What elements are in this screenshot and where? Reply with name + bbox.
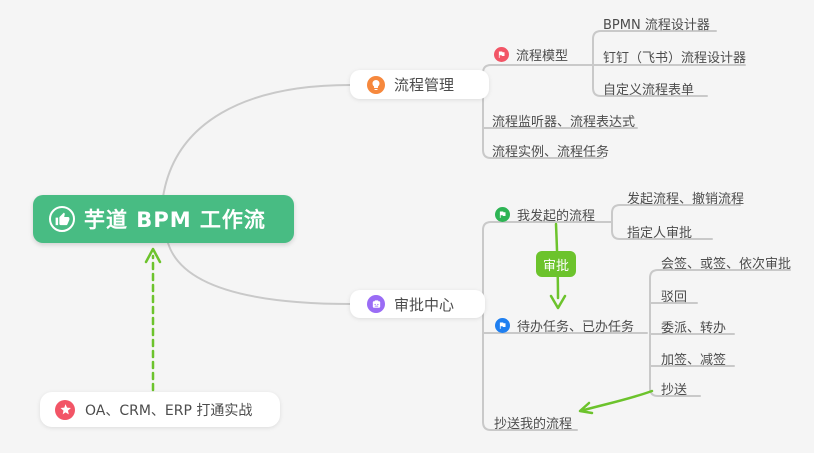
topic-label: BPMN 流程设计器 (603, 18, 710, 33)
topic-label: 我发起的流程 (517, 209, 596, 224)
topic-label: 委派、转办 (661, 321, 727, 336)
node-dingtalk-designer[interactable]: 钉钉（飞书）流程设计器 (603, 47, 746, 66)
node-label: 审批中心 (394, 295, 455, 314)
node-instance-task[interactable]: 流程实例、流程任务 (492, 141, 609, 160)
node-bpmn-designer[interactable]: BPMN 流程设计器 (603, 14, 710, 33)
edge-root-to-approval-center (167, 242, 353, 305)
lightbulb-icon (367, 75, 385, 94)
flag-icon (495, 318, 510, 333)
topic-label: 待办任务、已办任务 (517, 320, 635, 335)
arrow-cc-to-cc-my-process (582, 389, 654, 412)
node-oa-crm-erp[interactable]: OA、CRM、ERP 打通实战 (40, 392, 280, 427)
node-reject[interactable]: 驳回 (661, 286, 687, 305)
node-todo-done[interactable]: 待办任务、已办任务 (495, 316, 634, 335)
topic-label: 抄送 (661, 383, 688, 398)
arrowhead-left (578, 401, 594, 415)
flag-icon (495, 207, 510, 222)
edge-root-to-process-management (162, 84, 351, 198)
root-node[interactable]: 芋道 BPM 工作流 (33, 195, 294, 243)
flag-icon (494, 47, 509, 62)
topic-label: 抄送我的流程 (494, 417, 573, 432)
topic-label: 钉钉（飞书）流程设计器 (603, 51, 747, 66)
thumbs-up-icon (49, 206, 75, 232)
root-label: 芋道 BPM 工作流 (84, 208, 266, 232)
node-my-initiated[interactable]: 我发起的流程 (495, 205, 595, 224)
arrowhead-up (144, 247, 162, 264)
node-delegate-transfer[interactable]: 委派、转办 (661, 317, 726, 336)
node-add-remove-sign[interactable]: 加签、减签 (661, 349, 726, 368)
topic-label: 加签、减签 (661, 353, 727, 368)
topic-label: 流程模型 (516, 49, 569, 64)
topic-label: 驳回 (661, 290, 688, 305)
topic-label: 指定人审批 (627, 226, 693, 241)
callout-label: 审批 (542, 258, 569, 274)
topic-label: 发起流程、撤销流程 (627, 192, 745, 207)
node-assignee-approval[interactable]: 指定人审批 (627, 222, 692, 241)
node-custom-form[interactable]: 自定义流程表单 (603, 79, 694, 98)
node-countersign[interactable]: 会签、或签、依次审批 (661, 253, 791, 272)
node-cc-my-process[interactable]: 抄送我的流程 (494, 413, 572, 432)
node-approval-center[interactable]: 审批中心 (350, 290, 485, 318)
topic-label: 会签、或签、依次审批 (661, 257, 792, 272)
node-cc[interactable]: 抄送 (661, 379, 687, 398)
node-listener-expression[interactable]: 流程监听器、流程表达式 (492, 111, 635, 130)
topic-label: 自定义流程表单 (603, 83, 695, 98)
node-process-model[interactable]: 流程模型 (494, 45, 568, 64)
topic-label: 流程监听器、流程表达式 (492, 115, 636, 130)
approval-badge-icon (367, 295, 385, 313)
node-process-management[interactable]: 流程管理 (350, 70, 489, 99)
topic-label: 流程实例、流程任务 (492, 145, 610, 160)
approval-callout[interactable]: 审批 (536, 251, 576, 277)
node-initiate-cancel[interactable]: 发起流程、撤销流程 (627, 188, 744, 207)
node-label: 流程管理 (394, 76, 455, 94)
node-label: OA、CRM、ERP 打通实战 (85, 402, 253, 419)
arrowhead-down (549, 294, 567, 310)
star-icon (55, 399, 75, 420)
